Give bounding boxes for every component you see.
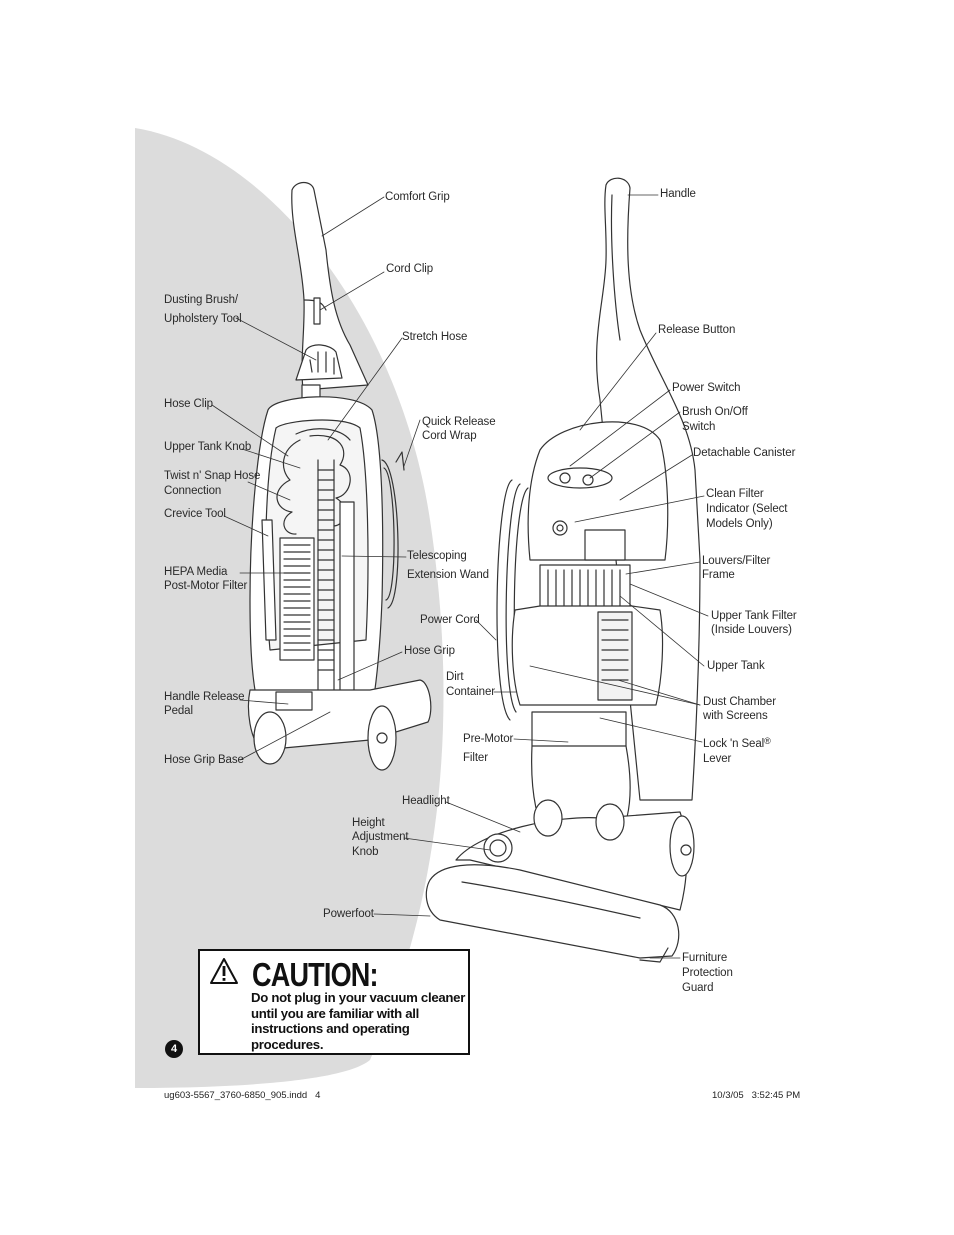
label-furniture: Furniture [682, 952, 728, 964]
label-protection: Protection [682, 967, 733, 979]
label-guard: Guard [682, 982, 714, 994]
label-with-screens: with Screens [703, 710, 768, 722]
label-filter: Filter [463, 752, 488, 764]
label-upholstery-tool: Upholstery Tool [164, 313, 242, 325]
rear-view-vacuum [247, 181, 432, 771]
caution-title: CAUTION: [252, 956, 379, 993]
label-release-button: Release Button [658, 324, 736, 336]
label-crevice-tool: Crevice Tool [164, 508, 226, 520]
label-brush-on-off: Brush On/Off [682, 406, 748, 418]
caution-text: Do not plug in your vacuum cleaner until… [251, 990, 466, 1052]
label-handle: Handle [660, 188, 696, 200]
label-hose-grip: Hose Grip [404, 645, 455, 657]
label-detachable-canister: Detachable Canister [693, 447, 796, 459]
label-cord-wrap: Cord Wrap [422, 430, 477, 442]
label-hose-connection: Connection [164, 485, 222, 497]
label-comfort-grip: Comfort Grip [385, 191, 450, 203]
label-container: Container [446, 686, 495, 698]
label-twist-snap: Twist n' Snap Hose [164, 470, 261, 482]
label-louvers: Louvers/Filter [702, 555, 771, 567]
leader-lines [211, 194, 709, 959]
label-dust-chamber: Dust Chamber [703, 696, 776, 708]
lock-n-seal-text: Lock 'n Seal [703, 738, 765, 750]
label-pedal: Pedal [164, 705, 193, 717]
label-upper-tank-filter: Upper Tank Filter [711, 610, 797, 622]
label-lock-n-seal: Lock 'n Seal® [703, 737, 771, 752]
label-quick-release: Quick Release [422, 416, 496, 428]
label-frame: Frame [702, 569, 735, 581]
label-hose-grip-base: Hose Grip Base [164, 754, 244, 766]
registered-mark: ® [764, 736, 771, 746]
label-pre-motor: Pre-Motor [463, 733, 514, 745]
label-hose-clip: Hose Clip [164, 398, 213, 410]
label-inside-louvers: (Inside Louvers) [711, 624, 792, 636]
label-powerfoot: Powerfoot [323, 908, 374, 920]
label-models-only: Models Only) [706, 518, 773, 530]
caution-box: CAUTION: Do not plug in your vacuum clea… [198, 949, 470, 1055]
label-dirt: Dirt [446, 671, 464, 683]
label-adjustment: Adjustment [352, 831, 409, 843]
label-extension-wand: Extension Wand [407, 569, 489, 581]
footer-file: ug603-5567_3760-6850_905.indd 4 [164, 1090, 321, 1101]
footer-timestamp: 10/3/05 3:52:45 PM [712, 1090, 801, 1101]
label-dusting-brush: Dusting Brush/ [164, 294, 239, 306]
label-indicator: Indicator (Select [706, 503, 788, 515]
label-headlight: Headlight [402, 795, 450, 807]
label-knob: Knob [352, 846, 379, 858]
label-power-switch: Power Switch [672, 382, 741, 394]
label-post-motor-filter: Post-Motor Filter [164, 580, 248, 592]
label-handle-release: Handle Release [164, 691, 245, 703]
label-hepa-media: HEPA Media [164, 566, 228, 578]
label-stretch-hose: Stretch Hose [402, 331, 468, 343]
label-height: Height [352, 817, 385, 829]
page-number: 4 [165, 1040, 183, 1058]
label-upper-tank: Upper Tank [707, 660, 765, 672]
label-switch: Switch [682, 421, 716, 433]
label-lever: Lever [703, 753, 732, 765]
front-view-vacuum [425, 177, 701, 963]
warning-icon [210, 958, 238, 984]
label-telescoping: Telescoping [407, 550, 467, 562]
label-clean-filter: Clean Filter [706, 488, 764, 500]
label-upper-tank-knob: Upper Tank Knob [164, 441, 252, 453]
label-cord-clip: Cord Clip [386, 263, 434, 275]
label-power-cord: Power Cord [420, 614, 480, 626]
